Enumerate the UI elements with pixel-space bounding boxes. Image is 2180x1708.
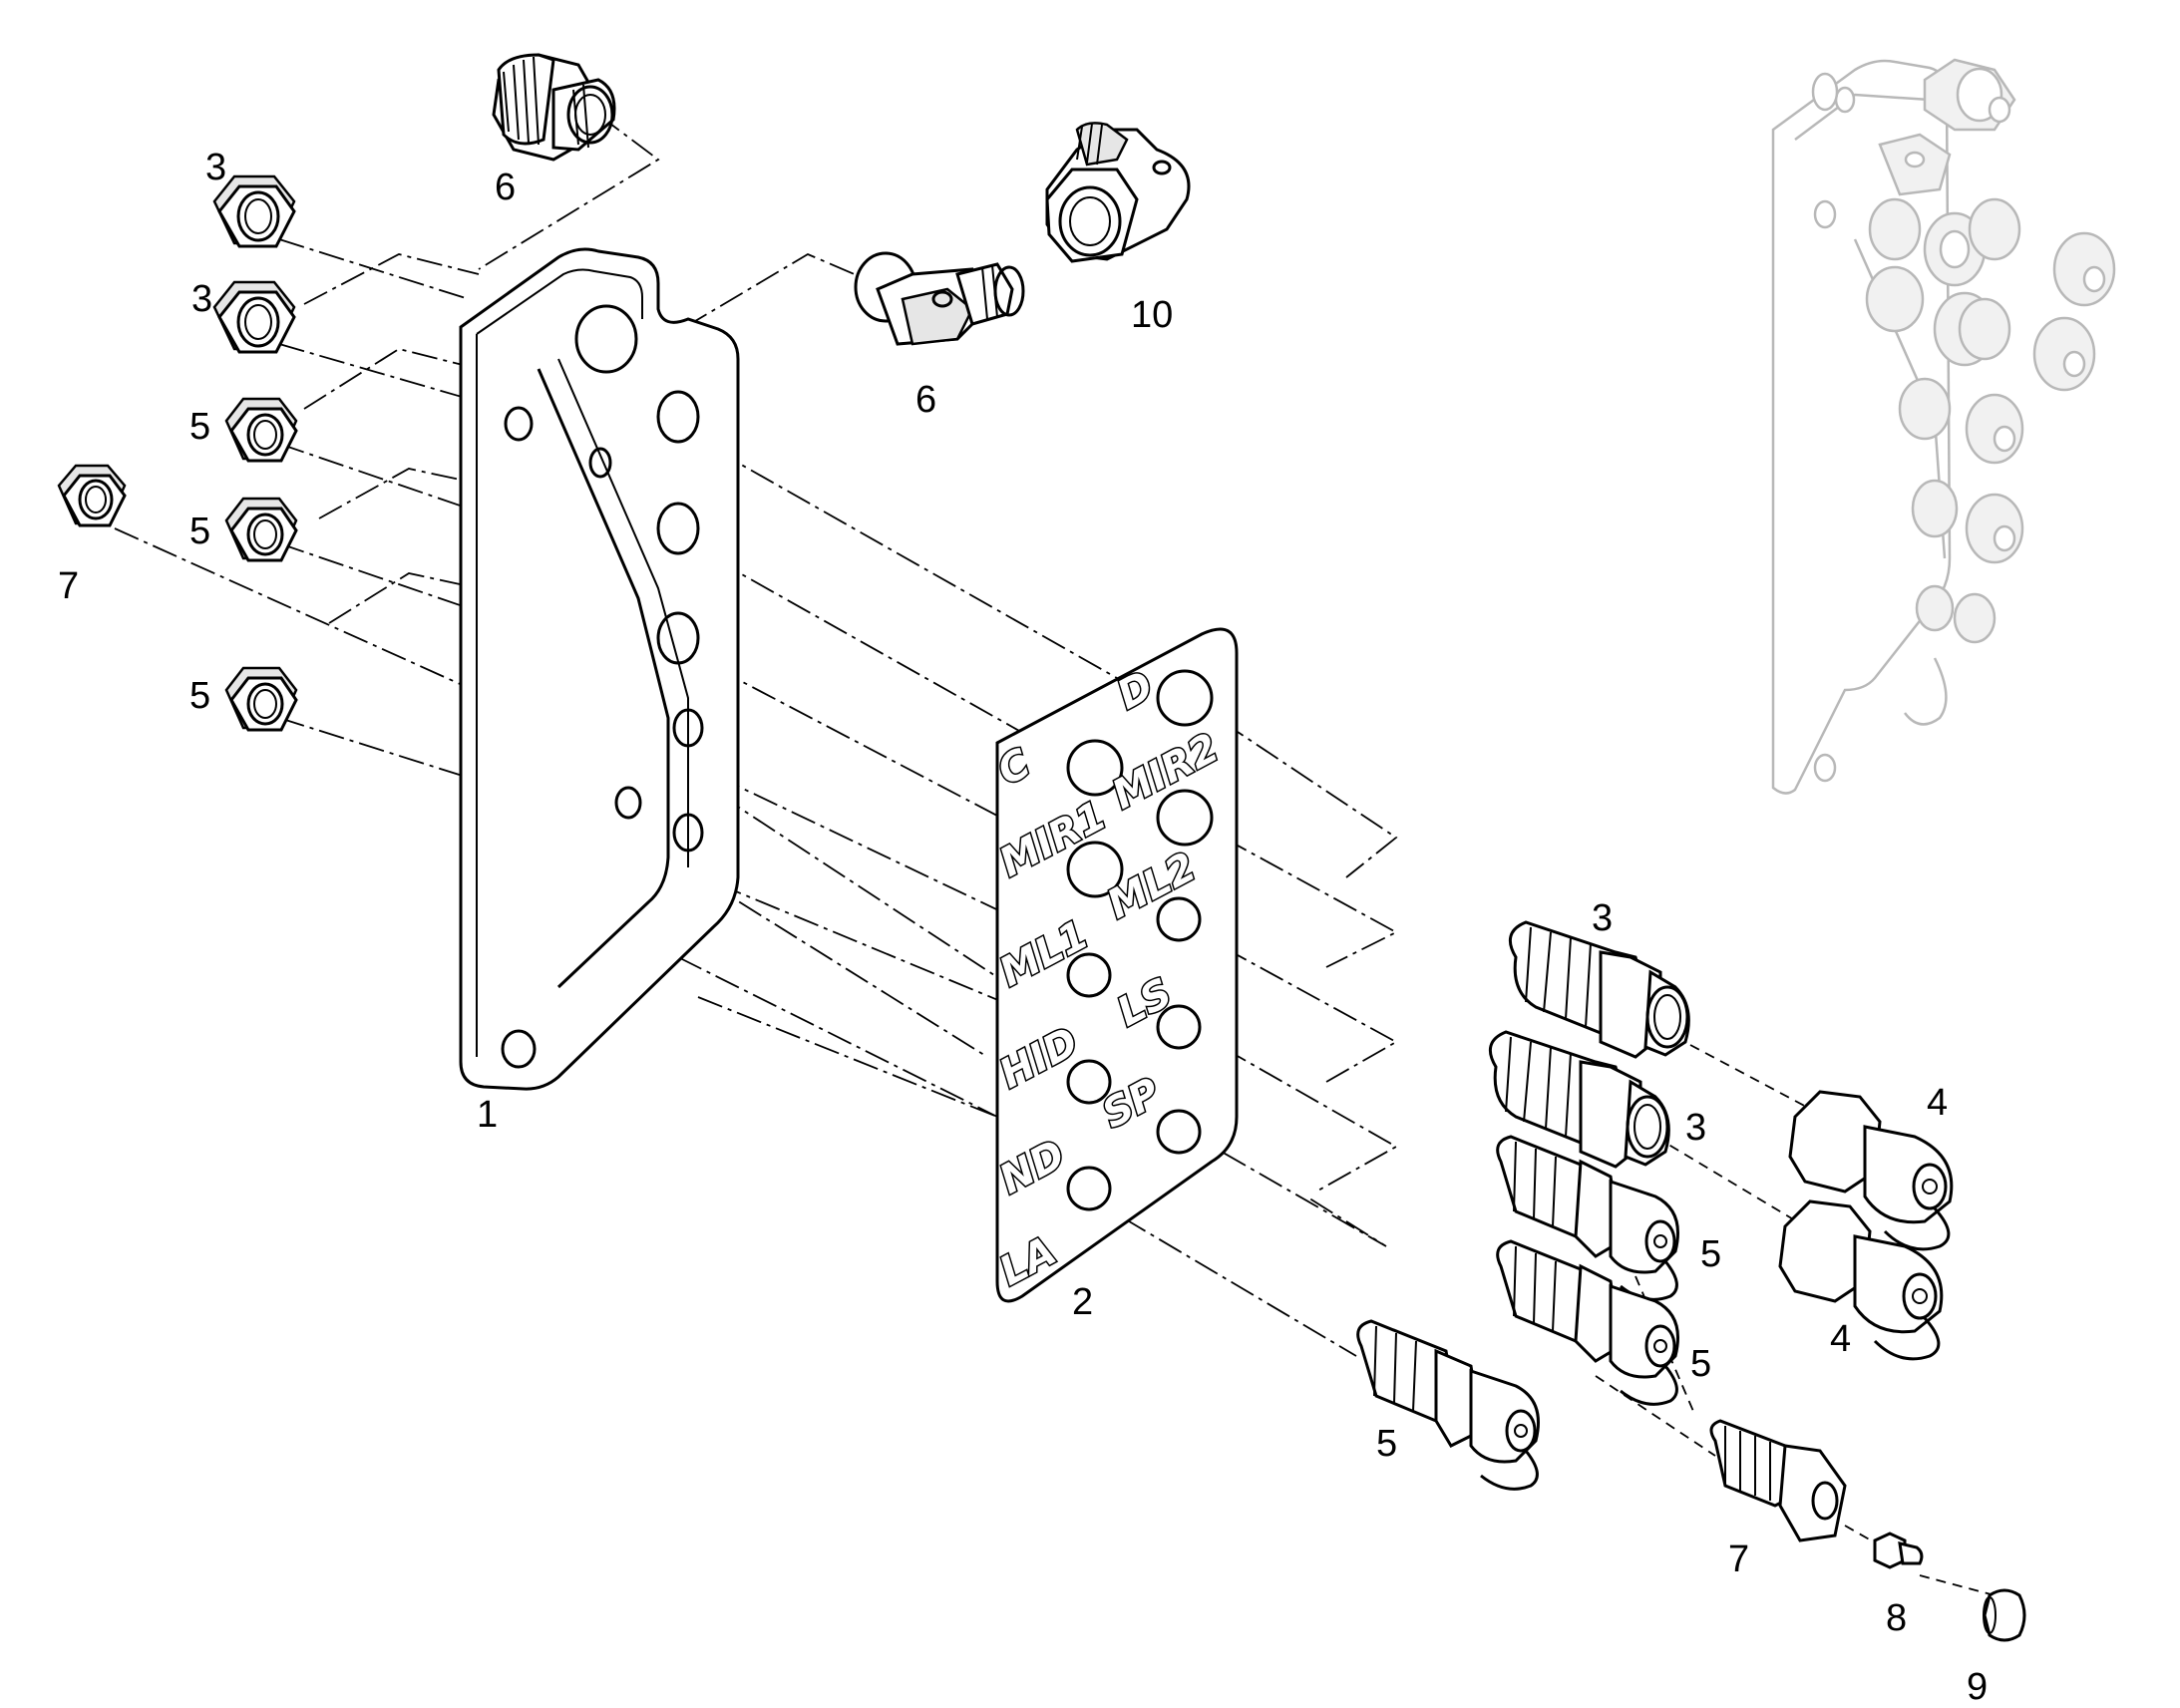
hex-nut-5-third [224,666,298,732]
label-nut-7: 7 [58,565,79,607]
hex-nut-5-second [224,497,298,562]
label-nut-5-first: 5 [189,406,210,448]
female-coupler-4-upper [1788,1090,1954,1251]
hex-nut-3-second [212,280,296,354]
label-label-plate: 2 [1072,1281,1093,1323]
protective-cap-9 [1983,1588,2026,1642]
label-nut-5-third: 5 [189,675,210,717]
mount-plate [459,247,740,1091]
label-elbow-fitting-6: 6 [915,379,936,421]
hex-nut-7 [57,464,127,527]
female-coupler-4-lower [1778,1199,1944,1361]
coupler-5-upper [1496,1135,1679,1301]
label-grease-nipple-8: 8 [1886,1597,1907,1639]
coupler-5-lower [1496,1239,1679,1406]
part-labels: 1 2 3 3 5 5 5 7 6 6 10 3 3 4 4 5 5 5 7 8… [58,147,1988,1708]
label-plug-7: 7 [1728,1538,1749,1580]
label-coupler-4-upper: 4 [1927,1082,1948,1124]
adapter-3-lower [1488,1030,1670,1169]
label-coupler-5-lower: 5 [1690,1343,1711,1385]
label-nut-3-second: 3 [191,278,212,320]
label-mount-plate: 1 [477,1094,498,1136]
hex-nut-5-first [224,397,298,463]
label-plate: D C MIR2 MIR1 ML2 ML1 LS HID SP ND LA [989,627,1239,1303]
label-adapter-3-upper: 3 [1592,897,1613,939]
adapter-3-upper [1508,920,1690,1059]
coupler-5-bottom [1356,1319,1540,1491]
label-coupler-5-bottom: 5 [1376,1423,1397,1465]
label-straight-fitting-6: 6 [495,167,516,208]
label-coupler-5-upper: 5 [1700,1233,1721,1275]
label-swivel-nut-10: 10 [1131,294,1173,336]
swivel-nut-10 [1045,122,1191,263]
label-nut-3-top: 3 [205,147,226,188]
plug-7 [1709,1419,1847,1542]
label-nut-5-second: 5 [189,511,210,552]
hex-nut-3-top [212,174,296,248]
label-coupler-4-lower: 4 [1830,1318,1851,1360]
straight-fitting-6 [492,53,616,162]
label-adapter-3-lower: 3 [1685,1107,1706,1149]
label-protective-cap-9: 9 [1967,1666,1988,1708]
grease-nipple-8 [1873,1532,1924,1569]
elbow-fitting-6 [854,251,1025,346]
assembled-view-inset [1771,58,2116,795]
